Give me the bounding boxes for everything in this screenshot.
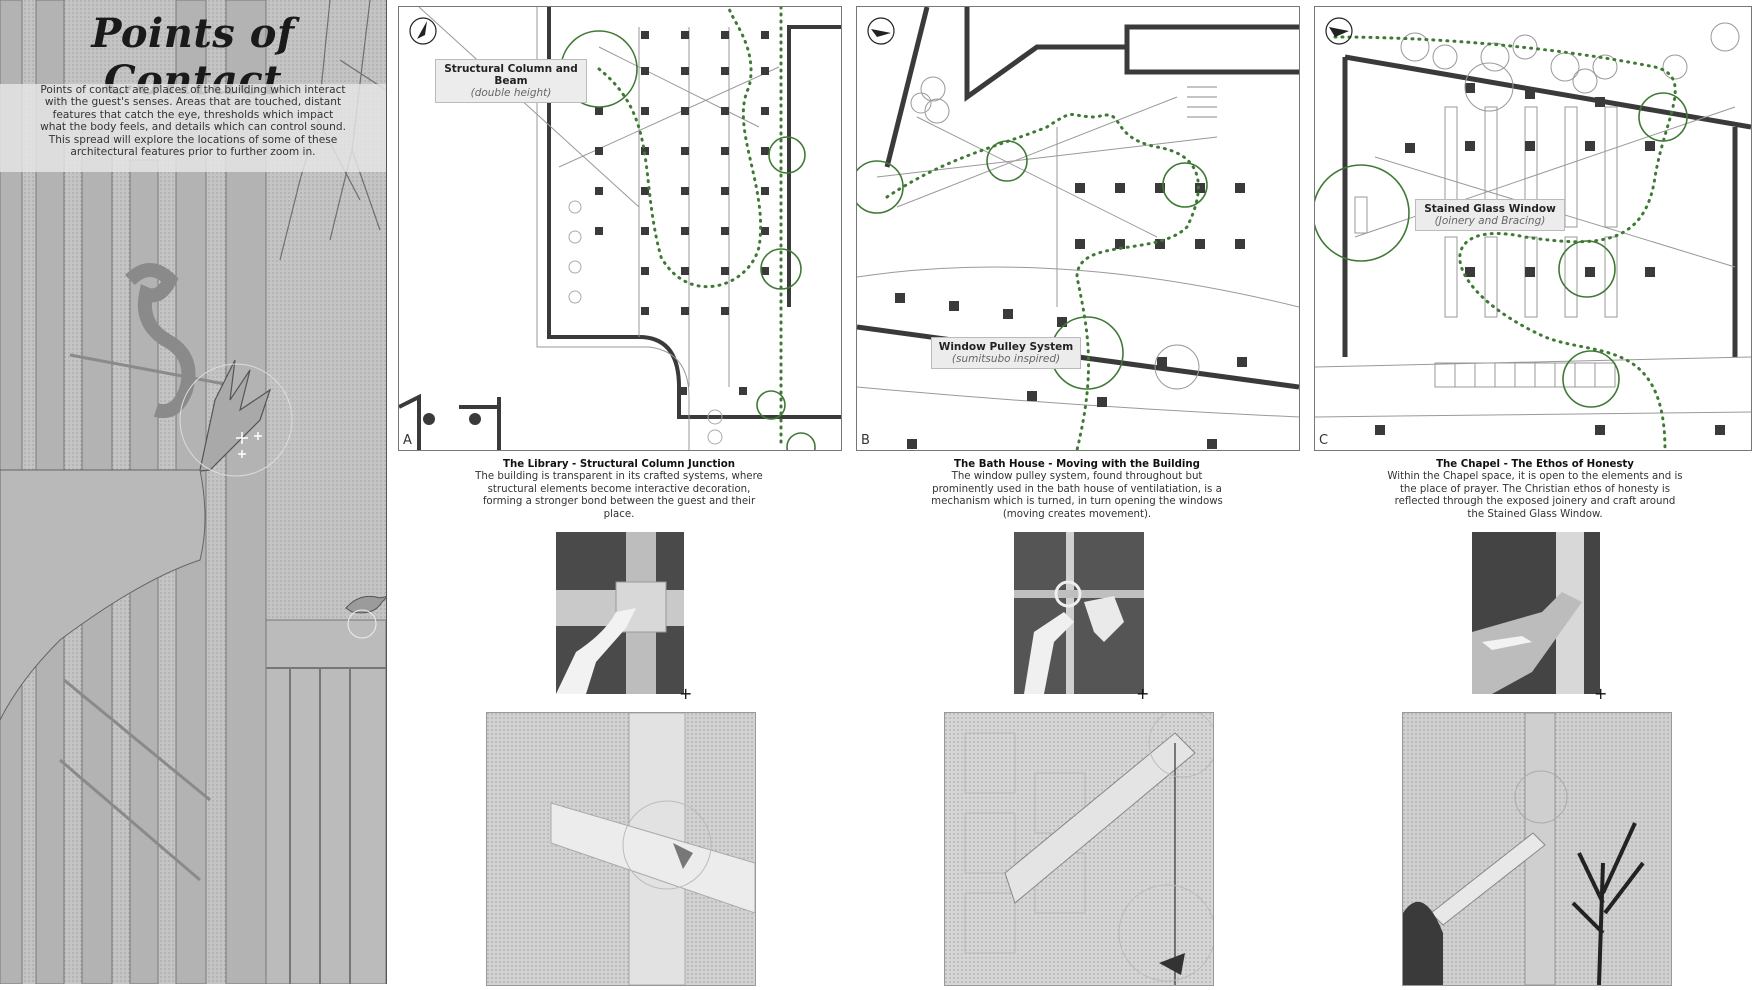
caption-library: The Library - Structural Column Junction… <box>469 459 769 521</box>
plan-a-callout-subtitle: (double height) <box>470 87 552 99</box>
marker-plus: + <box>1136 684 1150 703</box>
plan-a: Structural Column and Beam (double heigh… <box>398 6 842 451</box>
plan-b-letter: B <box>861 433 870 448</box>
caption-bathhouse-body: The window pulley system, found througho… <box>931 471 1223 520</box>
plan-a-callout: Structural Column and Beam (double heigh… <box>435 59 587 103</box>
plan-c-drawing <box>1315 17 1751 450</box>
plan-c-callout: Stained Glass Window (Joinery and Bracin… <box>1415 199 1565 231</box>
north-arrow-icon <box>867 17 895 45</box>
bathhouse-pulley-render <box>944 712 1214 986</box>
marker-plus: + <box>1594 684 1608 703</box>
plan-c: Stained Glass Window (Joinery and Bracin… <box>1314 6 1752 451</box>
plan-c-letter: C <box>1319 433 1329 448</box>
bathhouse-pulley-photo <box>1014 532 1144 694</box>
caption-chapel: The Chapel - The Ethos of Honesty Within… <box>1385 459 1685 521</box>
plan-b: Window Pulley System (sumitsubo inspired… <box>856 6 1300 451</box>
intro-panel: Points of contact are places of the buil… <box>0 84 386 172</box>
plan-a-callout-title: Structural Column and Beam <box>444 63 578 87</box>
plan-c-callout-title: Stained Glass Window <box>1424 203 1556 215</box>
library-touch-photo <box>556 532 684 694</box>
caption-chapel-heading: The Chapel - The Ethos of Honesty <box>1436 459 1634 470</box>
north-arrow-icon <box>409 17 437 45</box>
plan-b-drawing <box>857 7 1299 450</box>
plan-a-letter: A <box>403 433 412 448</box>
plan-c-callout-subtitle: (Joinery and Bracing) <box>1434 215 1546 227</box>
caption-library-body: The building is transparent in its craft… <box>475 471 763 520</box>
north-arrow-icon <box>1325 17 1353 45</box>
plan-b-callout: Window Pulley System (sumitsubo inspired… <box>931 337 1081 369</box>
caption-bathhouse: The Bath House - Moving with the Buildin… <box>927 459 1227 521</box>
bird-icon <box>345 595 386 614</box>
plan-b-callout-title: Window Pulley System <box>938 341 1074 353</box>
caption-library-heading: The Library - Structural Column Junction <box>503 459 735 470</box>
marker-plus: + <box>679 684 693 703</box>
hero-panel: Points of Contact Points of contact are … <box>0 0 387 984</box>
library-junction-render <box>486 712 756 986</box>
caption-bathhouse-heading: The Bath House - Moving with the Buildin… <box>954 459 1200 470</box>
caption-chapel-body: Within the Chapel space, it is open to t… <box>1387 471 1683 520</box>
chapel-joinery-photo <box>1472 532 1600 694</box>
plan-b-callout-subtitle: (sumitsubo inspired) <box>951 353 1061 365</box>
plan-a-drawing <box>399 7 841 450</box>
intro-text: Points of contact are places of the buil… <box>40 84 346 159</box>
chapel-joinery-render <box>1402 712 1672 986</box>
